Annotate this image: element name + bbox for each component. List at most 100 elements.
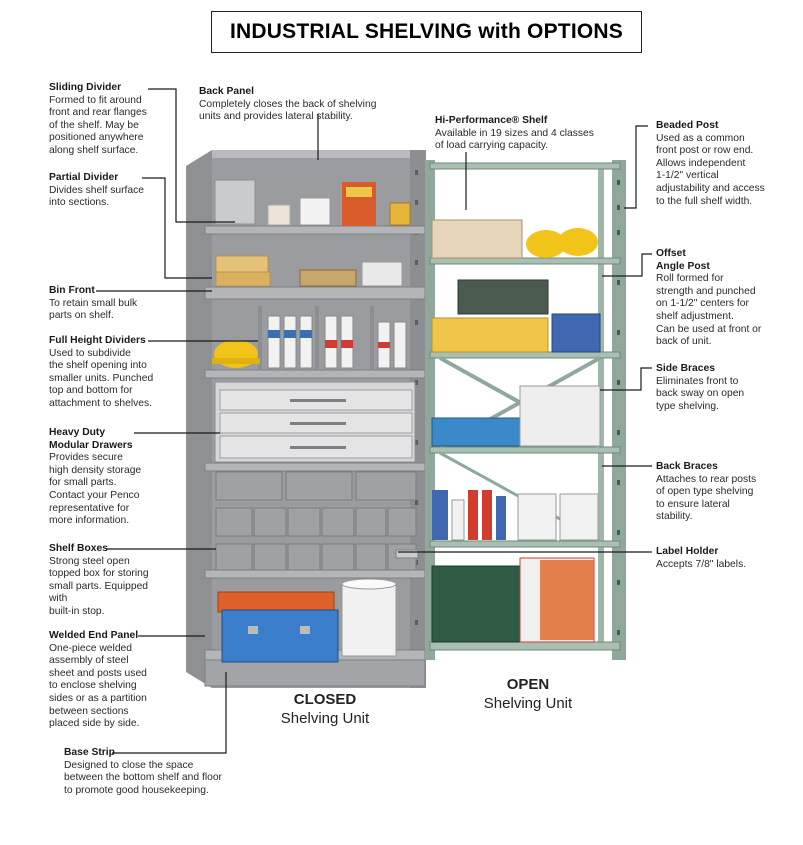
callout-heading: Heavy Duty: [49, 427, 106, 438]
yellow-boxes: [431, 317, 549, 353]
closed-shelf-1: [204, 225, 426, 235]
callout-line: Divides shelf surface: [49, 184, 144, 196]
callout-line: into sections.: [49, 197, 110, 209]
callout-line: to the full shelf width.: [656, 195, 753, 207]
callout-side-braces: Side Braces Eliminates front to back swa…: [656, 363, 796, 413]
open-shelf-5: [429, 540, 621, 548]
callout-hi-performance-shelf: Hi-Performance® Shelf Available in 19 si…: [435, 115, 635, 153]
callout-line: top and bottom for: [49, 385, 133, 397]
hardhat-2: [558, 228, 598, 256]
callout-line: Strong steel open: [49, 555, 130, 567]
bin-front: [204, 286, 426, 300]
callout-line: Formed to fit around: [49, 94, 142, 106]
hardhat-1: [526, 230, 566, 258]
callout-line: high density storage: [49, 464, 142, 476]
callout-line: along shelf surface.: [49, 144, 139, 156]
open-front-left-post: [425, 160, 435, 660]
callout-line: Contact your Penco: [49, 489, 140, 501]
callout-line: built-in stop.: [49, 605, 105, 617]
callout-line: topped box for storing: [49, 568, 149, 580]
white-cartons: [519, 385, 601, 447]
callout-line: Can be used at front or: [656, 323, 762, 335]
callout-line: placed side by side.: [49, 718, 140, 730]
callout-bin-front: Bin Front To retain small bulk parts on …: [49, 285, 199, 323]
callout-line: to enclose shelving: [49, 680, 137, 692]
callout-back-panel: Back Panel Completely closes the back of…: [199, 86, 429, 124]
callout-heading: Back Panel: [199, 86, 254, 97]
callout-line: Designed to close the space: [64, 759, 194, 771]
caption-closed: CLOSED Shelving Unit: [255, 690, 395, 728]
callout-line: parts on shelf.: [49, 310, 114, 322]
title-box: INDUSTRIAL SHELVING with OPTIONS: [211, 11, 642, 53]
parts-bag: [215, 255, 269, 273]
toolbox-blue: [221, 609, 339, 663]
callout-offset-angle-post: Offset Angle Post Roll formed for streng…: [656, 248, 796, 349]
callout-line: sides or as a partition: [49, 692, 147, 704]
caption-line: Shelving Unit: [483, 695, 573, 712]
callout-heading: Sliding Divider: [49, 82, 122, 93]
callout-line: back of unit.: [656, 336, 712, 348]
callout-line: representative for: [49, 502, 130, 514]
callout-heading: Label Holder: [656, 546, 719, 557]
callout-line: of load carrying capacity.: [435, 140, 549, 152]
callout-line: front post or row end.: [656, 145, 754, 157]
callout-line: Used as a common: [656, 132, 745, 144]
callout-line: Roll formed for: [656, 273, 724, 285]
label-holder: [395, 549, 419, 559]
closed-shelf-4: [204, 462, 426, 472]
modular-drawers: [214, 381, 416, 463]
callout-line: to promote good housekeeping.: [64, 784, 209, 796]
callout-line: One-piece welded: [49, 642, 132, 654]
callout-line: for small parts.: [49, 477, 117, 489]
hi-performance-shelf: [429, 257, 621, 265]
callout-line: between the bottom shelf and floor: [64, 772, 222, 784]
callout-line: adjustability and access: [656, 182, 765, 194]
callout-heading: Welded End Panel: [49, 630, 139, 641]
green-boxes: [457, 279, 549, 315]
open-shelving-unit: [395, 160, 626, 660]
offset-angle-post: [612, 160, 626, 660]
open-shelf-4: [429, 446, 621, 454]
callout-heading: Side Braces: [656, 363, 715, 374]
callout-line: Completely closes the back of shelving: [199, 98, 377, 110]
callout-welded-end-panel: Welded End Panel One-piece welded assemb…: [49, 630, 199, 731]
callout-line: front and rear flanges: [49, 107, 147, 119]
sliding-divider: [214, 179, 256, 225]
closed-shelving-unit: [186, 150, 426, 688]
callout-line: type shelving.: [656, 400, 719, 412]
callout-line: of the shelf. May be: [49, 119, 139, 131]
callout-line: back sway on open: [656, 388, 745, 400]
callout-line: 1-1/2" vertical: [656, 170, 719, 182]
callout-heavy-duty-drawers: Heavy Duty Modular Drawers Provides secu…: [49, 427, 199, 528]
callout-line: Allows independent: [656, 157, 746, 169]
base-strip: [204, 659, 426, 687]
callout-line: Attaches to rear posts: [656, 473, 757, 485]
callout-line: of open type shelving: [656, 486, 754, 498]
callout-heading: Modular Drawers: [49, 439, 133, 451]
callout-back-braces: Back Braces Attaches to rear posts of op…: [656, 461, 796, 524]
caption-line: CLOSED: [293, 691, 357, 708]
shelf-boxes: [215, 471, 417, 571]
open-shelf-bottom: [429, 641, 621, 651]
callout-line: To retain small bulk: [49, 297, 138, 309]
callout-line: between sections: [49, 705, 129, 717]
callout-heading: Full Height Dividers: [49, 335, 146, 346]
closed-shelf-3: [204, 369, 426, 379]
callout-line: units and provides lateral stability.: [199, 111, 353, 123]
callout-line: Eliminates front to: [656, 375, 739, 387]
callout-heading: Shelf Boxes: [49, 543, 108, 554]
callout-line: smaller units. Punched: [49, 372, 154, 384]
callout-heading: Hi-Performance® Shelf: [435, 115, 548, 126]
closed-shelf-5: [204, 569, 426, 579]
cardboard-box: [431, 219, 523, 259]
paint-can-2: [559, 493, 599, 541]
callout-full-height-dividers: Full Height Dividers Used to subdivide t…: [49, 335, 199, 411]
callout-beaded-post: Beaded Post Used as a common front post …: [656, 120, 796, 208]
leader-lines: [96, 88, 652, 754]
callout-heading: Back Braces: [656, 461, 718, 472]
callout-shelf-boxes: Shelf Boxes Strong steel open topped box…: [49, 543, 199, 619]
full-height-divider: [258, 306, 262, 370]
caption-line: Shelving Unit: [280, 710, 370, 727]
callout-heading: Partial Divider: [49, 172, 119, 183]
